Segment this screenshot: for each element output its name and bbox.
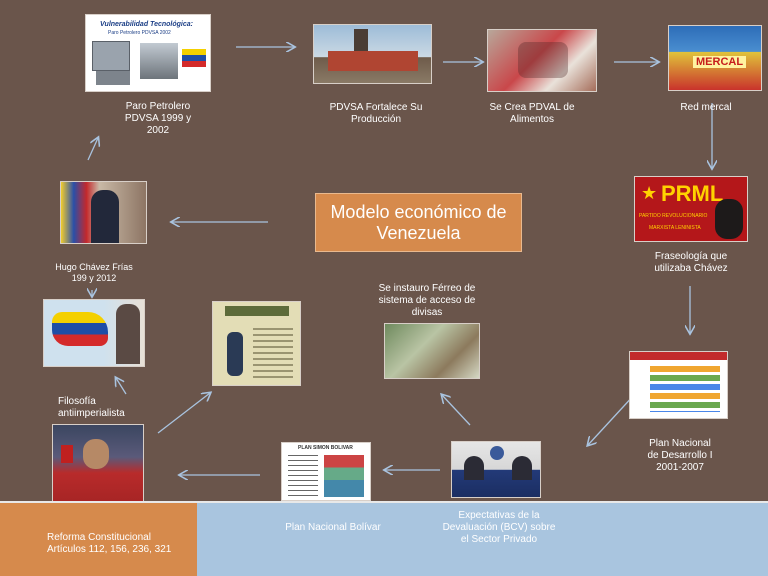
arrow-filosofia-to-imperialist — [116, 378, 127, 395]
vulnerabilidad-refinery-icon — [140, 43, 178, 79]
vulnerabilidad-subtitle: Paro Petrolero PDVSA 2002 — [108, 30, 171, 36]
prml-star-icon: ★ — [641, 183, 658, 203]
chavez-figure-icon — [91, 190, 119, 243]
poster-image — [212, 301, 301, 386]
bottom-bar-divider — [0, 501, 768, 503]
chavez-portrait-image — [60, 181, 147, 244]
speaker-right-icon — [512, 456, 532, 480]
poster-text-block — [253, 328, 293, 378]
plan-bolivar-image: PLAN SIMON BOLIVAR — [281, 442, 371, 501]
plan-desarrollo-image — [629, 351, 728, 419]
arrow-expectativas-to-ferreo — [442, 395, 471, 426]
center-title-line1: Modelo económico de — [330, 202, 507, 222]
pdval-people-icon — [518, 42, 568, 78]
center-title-box: Modelo económico de Venezuela — [315, 193, 522, 252]
arrow-plan-to-expectativas — [588, 393, 636, 445]
arrow-reforma-to-filosofia — [157, 393, 210, 434]
venezuela-flag-icon — [182, 49, 206, 67]
label-ferreo: Se instauro Férreo de sistema de acceso … — [378, 283, 476, 318]
label-filosofia: Filosofía antiimperialista — [58, 396, 125, 419]
prml-subtitle-1: PARTIDO REVOLUCIONARIO — [639, 213, 708, 219]
uncle-sam-icon — [116, 304, 140, 364]
reforma-chavez-image — [52, 424, 144, 506]
vulnerabilidad-computer-icon — [92, 41, 130, 71]
label-pdval: Se Crea PDVAL de Alimentos — [489, 102, 575, 125]
pdval-image — [487, 29, 597, 92]
vulnerabilidad-machine-icon — [96, 71, 130, 85]
prml-portrait-icon — [715, 199, 743, 239]
arrow-chavez-to-paro — [87, 138, 98, 161]
vulnerabilidad-title: Vulnerabilidad Tecnológica: — [100, 21, 193, 28]
plan-bolivar-list — [288, 455, 318, 497]
bcv-seal-icon — [490, 446, 504, 460]
pdvsa-rig-image — [313, 24, 432, 84]
prml-image: ★ PRML PARTIDO REVOLUCIONARIO MARXISTA L… — [634, 176, 748, 242]
vulnerabilidad-image: Vulnerabilidad Tecnológica: Paro Petrole… — [85, 14, 211, 92]
label-pdvsa: PDVSA Fortalece Su Producción — [329, 102, 423, 125]
rig-structure-icon — [328, 51, 418, 71]
bottom-bar-right — [197, 503, 768, 576]
label-mercal: Red mercal — [680, 102, 732, 113]
poster-figure-icon — [227, 332, 243, 376]
label-fraseologia: Fraseología que utilizaba Chávez — [654, 251, 728, 274]
speaker-left-icon — [464, 456, 484, 480]
venezuela-map-icon — [52, 312, 108, 346]
center-title-line2: Venezuela — [376, 223, 461, 243]
mercal-sign: MERCAL — [693, 56, 747, 68]
label-reforma: Reforma Constitucional Artículos 112, 15… — [47, 532, 172, 555]
prml-subtitle-2: MARXISTA LENINISTA — [649, 225, 701, 231]
divisas-money-image — [384, 323, 480, 379]
bottom-bar-left — [0, 503, 197, 576]
label-expectativas: Expectativas de la Devaluación (BCV) sob… — [442, 510, 556, 545]
label-plan-bolivar: Plan Nacional Bolívar — [285, 522, 381, 533]
expectativas-conference-image — [451, 441, 541, 498]
plan-bolivar-photos — [324, 455, 364, 497]
reforma-face-icon — [83, 439, 109, 469]
plan-bolivar-doc-title: PLAN SIMON BOLIVAR — [298, 445, 353, 451]
label-paro: Paro Petrolero PDVSA 1999 y 2002 — [124, 101, 192, 136]
mercal-image: MERCAL — [668, 25, 762, 91]
plan-desarrollo-rows — [650, 366, 720, 412]
poster-header — [225, 306, 289, 316]
reforma-book-icon — [61, 445, 73, 463]
label-chavez: Hugo Chávez Frías 199 y 2012 — [55, 262, 133, 283]
label-plan-desarrollo: Plan Nacional de Desarrollo I 2001-2007 — [647, 438, 713, 473]
prml-title: PRML — [661, 181, 724, 206]
plan-desarrollo-header — [630, 352, 727, 360]
antiimperialista-image — [43, 299, 145, 367]
